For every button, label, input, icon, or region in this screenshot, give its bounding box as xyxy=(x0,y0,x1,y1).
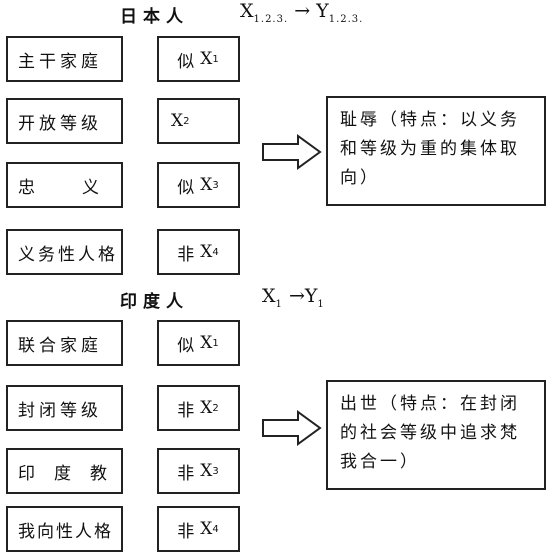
japan-title: 日本人 xyxy=(120,7,189,27)
india-row-1-label: 联合家庭 xyxy=(6,320,123,366)
india-result-box: 出世（特点：在封闭的社会等级中追求梵我合一） xyxy=(326,380,546,490)
japan-row-3-label: 忠义 xyxy=(6,162,123,208)
japan-row-4-label: 义务性人格 xyxy=(6,229,123,275)
india-row-2-label: 封闭等级 xyxy=(6,385,123,431)
japan-row-2-label: 开放等级 xyxy=(6,98,123,144)
hollow-right-arrow-icon xyxy=(262,134,322,170)
hollow-right-arrow-icon xyxy=(262,410,322,446)
japan-result-box: 耻辱（特点：以义务和等级为重的集体取向） xyxy=(326,96,546,206)
japan-row-1-label: 主干家庭 xyxy=(6,36,123,82)
india-title: 印度人 xyxy=(120,292,189,312)
india-row-3-label: 印度教 xyxy=(6,448,123,494)
india-row-4-label: 我向性人格 xyxy=(6,506,123,552)
india-formula: X1 →Y1 xyxy=(262,285,325,310)
japan-formula: X1.2.3. → Y1.2.3. xyxy=(240,0,364,25)
